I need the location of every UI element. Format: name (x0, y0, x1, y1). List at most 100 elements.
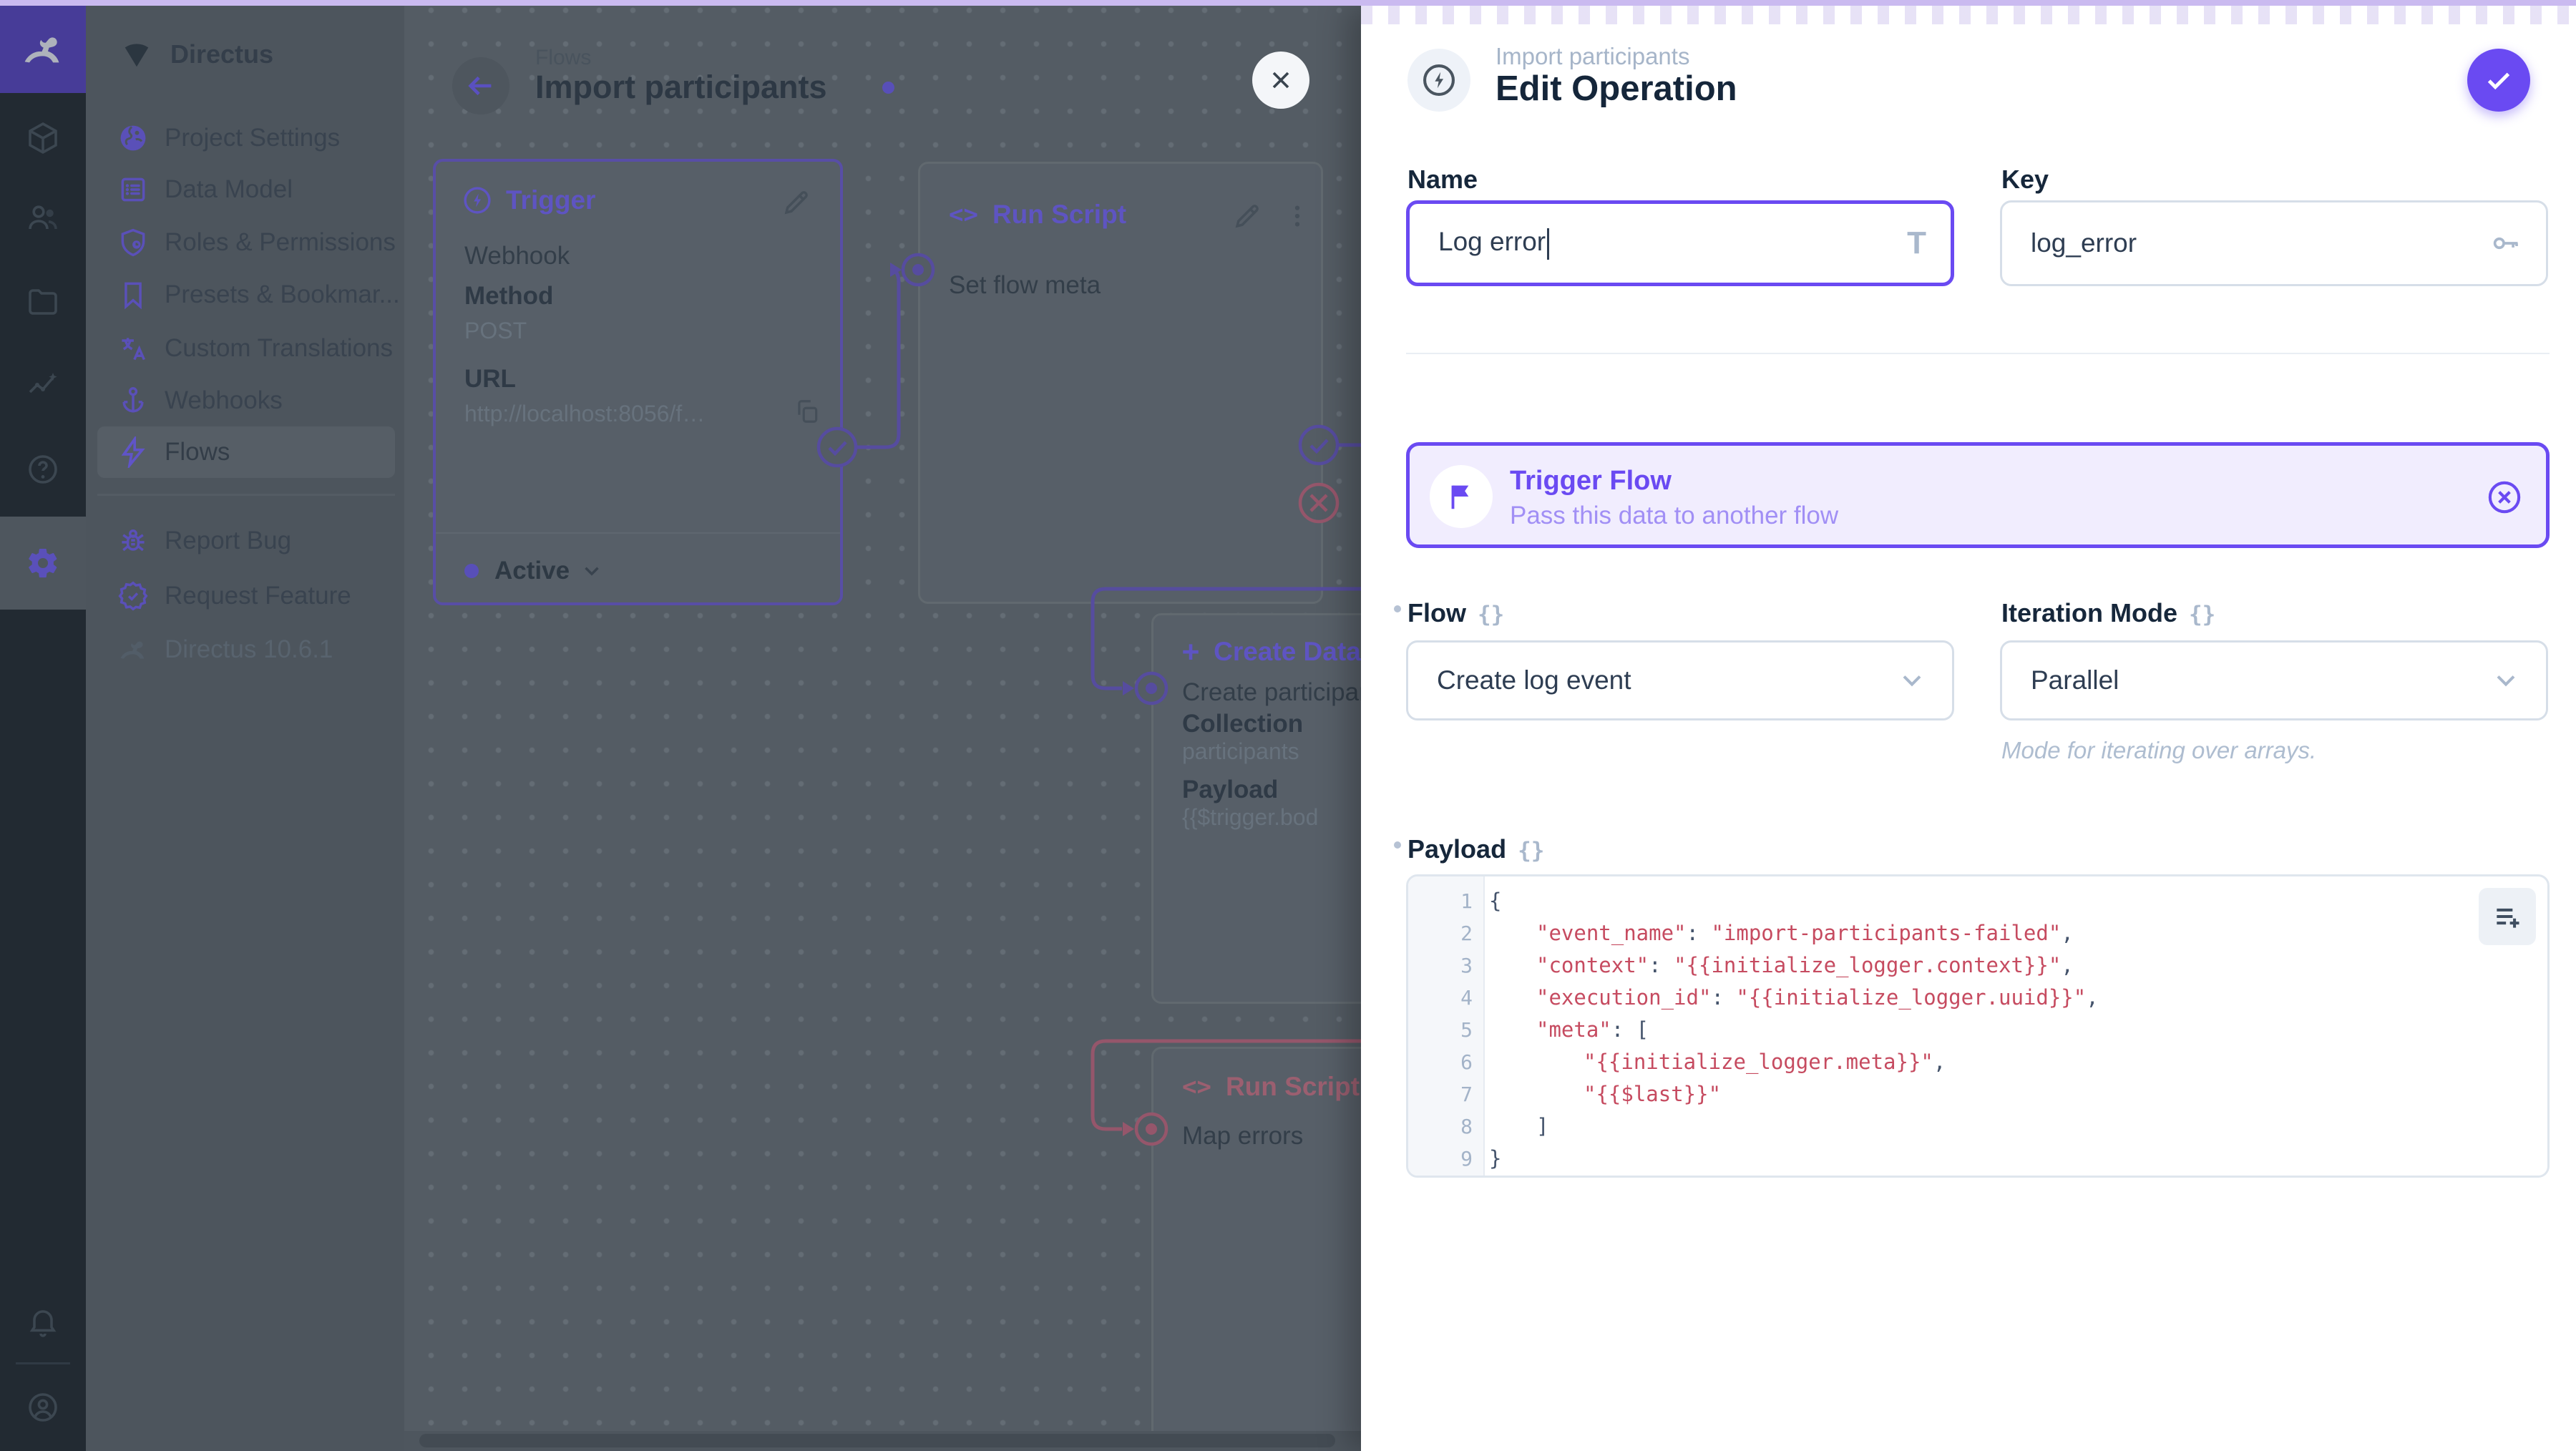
runscript-resolve-connector (1298, 424, 1340, 466)
editor-gutter (1408, 876, 1485, 1176)
drawer-top-pattern (1361, 6, 2576, 24)
directus-logo-tile[interactable] (0, 6, 86, 93)
edit-pencil-icon[interactable] (781, 187, 811, 218)
docs-module-icon[interactable] (26, 452, 60, 487)
trigger-type: Webhook (464, 242, 570, 270)
sidebar-item-label: Roles & Permissions (165, 228, 396, 256)
sidebar-item-request-feature[interactable]: Request Feature (97, 570, 395, 622)
maperrors-input-connector (1134, 1112, 1169, 1146)
code-line: 1{ (1460, 889, 1502, 913)
trigger-status: Active (494, 557, 570, 585)
method-value: POST (464, 318, 527, 343)
sidebar-item-roles-permissions[interactable]: Roles & Permissions (97, 217, 396, 268)
translate-icon (122, 338, 145, 361)
sidebar-item-project-settings[interactable]: Project Settings (97, 112, 395, 164)
payload-label: Payload{} (1407, 834, 1545, 864)
flow-canvas[interactable]: Flows Import participants Trigger Webhoo… (404, 6, 1361, 1451)
raw-value-icon[interactable]: {} (2189, 602, 2216, 627)
trigger-flow-title: Trigger Flow (1510, 466, 1672, 496)
createdata-input-connector (1134, 671, 1169, 705)
bolt-icon (121, 436, 145, 468)
rabbit-version-icon (120, 641, 145, 659)
sidebar-item-custom-translations[interactable]: Custom Translations (97, 323, 395, 374)
run-script-title: Run Script (992, 200, 1127, 229)
map-errors-title: Run Script (1225, 1072, 1360, 1101)
key-input[interactable]: log_error (2000, 200, 2548, 286)
sidebar-item-label: Flows (165, 438, 230, 466)
page-title: Import participants (535, 69, 827, 105)
code-line: 8] (1460, 1114, 1549, 1138)
browser-accent-strip (0, 0, 2576, 6)
breadcrumb[interactable]: Flows (535, 46, 592, 69)
key-icon (2490, 228, 2522, 259)
module-settings-active-bg (0, 517, 86, 610)
text-caret (1547, 228, 1550, 260)
drawer-subtitle: Import participants (1496, 43, 1690, 69)
remove-flow-icon[interactable] (2486, 479, 2523, 516)
copy-icon[interactable] (794, 398, 821, 425)
settings-module-icon[interactable] (26, 546, 60, 580)
chevron-down-icon (1896, 665, 1928, 696)
canvas-scrollbar-thumb[interactable] (419, 1434, 1335, 1447)
insights-module-icon[interactable] (26, 368, 60, 402)
flow-value: Create log event (1437, 665, 1631, 695)
trigger-panel-title: Trigger (506, 185, 596, 215)
files-module-icon[interactable] (26, 285, 60, 319)
name-input[interactable]: Log error T (1406, 200, 1954, 286)
sidebar-item-presets-bookmarks[interactable]: Presets & Bookmar... (97, 269, 400, 321)
operation-type-badge (1407, 49, 1470, 112)
sidebar-item-flows[interactable]: Flows (97, 426, 395, 478)
code-line: 6"{{initialize_logger.meta}}", (1460, 1050, 1946, 1074)
trigger-panel[interactable]: Trigger Webhook Method POST URL http://l… (433, 159, 843, 605)
method-label: Method (464, 282, 554, 310)
save-button[interactable] (2467, 49, 2530, 112)
shield-icon (121, 228, 145, 257)
project-chooser[interactable]: Directus (86, 20, 404, 89)
sidebar-item-label: Custom Translations (165, 334, 394, 362)
notifications-bell-icon[interactable] (26, 1304, 60, 1339)
code-line: 5"meta": [ (1460, 1017, 1649, 1042)
flow-label: Flow{} (1407, 598, 1505, 627)
sidebar-item-report-bug[interactable]: Report Bug (97, 515, 395, 567)
trigger-bolt-circle-icon (464, 187, 491, 214)
trigger-status-toggle[interactable]: Active (464, 557, 604, 585)
raw-value-icon[interactable]: {} (1477, 602, 1505, 627)
flow-select[interactable]: Create log event (1406, 640, 1954, 720)
iteration-mode-select[interactable]: Parallel (2000, 640, 2548, 720)
module-bar (0, 6, 86, 1451)
back-button[interactable] (452, 57, 509, 114)
sidebar-item-webhooks[interactable]: Webhooks (97, 375, 395, 426)
expand-editor-button[interactable] (2479, 888, 2536, 945)
plus-icon: + (1182, 635, 1200, 668)
bookmark-icon (125, 282, 142, 310)
map-errors-panel[interactable]: <> Run Script Map errors (1151, 1047, 1361, 1451)
settings-nav-sidebar: Directus Project Settings Data Model Rol… (86, 6, 404, 1451)
required-dot (1394, 841, 1401, 849)
runscript-reject-connector (1298, 482, 1340, 524)
run-script-panel[interactable]: <> Run Script Set flow meta (918, 162, 1323, 604)
payload-label: Payload (1182, 776, 1279, 803)
create-data-panel[interactable]: + Create Data Create participant Collect… (1151, 613, 1361, 1004)
key-value: log_error (2031, 228, 2137, 258)
raw-value-icon[interactable]: {} (1518, 838, 1545, 864)
create-data-title: Create Data (1214, 637, 1361, 666)
runscript-input-connector (901, 253, 935, 287)
edit-pencil-icon[interactable] (1232, 201, 1262, 231)
close-drawer-button[interactable] (1252, 52, 1309, 109)
collections-module-icon[interactable] (26, 121, 60, 155)
kebab-menu-icon[interactable] (1282, 201, 1312, 231)
users-module-icon[interactable] (26, 200, 60, 235)
collection-label: Collection (1182, 710, 1304, 738)
user-avatar-icon[interactable] (26, 1390, 60, 1425)
edit-operation-drawer: Import participants Edit Operation Name … (1361, 6, 2576, 1451)
check-icon (2487, 72, 2510, 90)
payload-code-editor[interactable]: 1{2"event_name": "import-participants-fa… (1406, 874, 2550, 1178)
trigger-flow-card[interactable]: Trigger Flow Pass this data to another f… (1406, 442, 2550, 548)
arrow-left-icon (468, 76, 492, 96)
operation-name: Map errors (1182, 1122, 1304, 1150)
list-icon (121, 177, 145, 202)
canvas-scrollbar-track[interactable] (404, 1431, 1361, 1451)
sidebar-item-label: Report Bug (165, 527, 292, 554)
sidebar-item-data-model[interactable]: Data Model (97, 164, 395, 215)
